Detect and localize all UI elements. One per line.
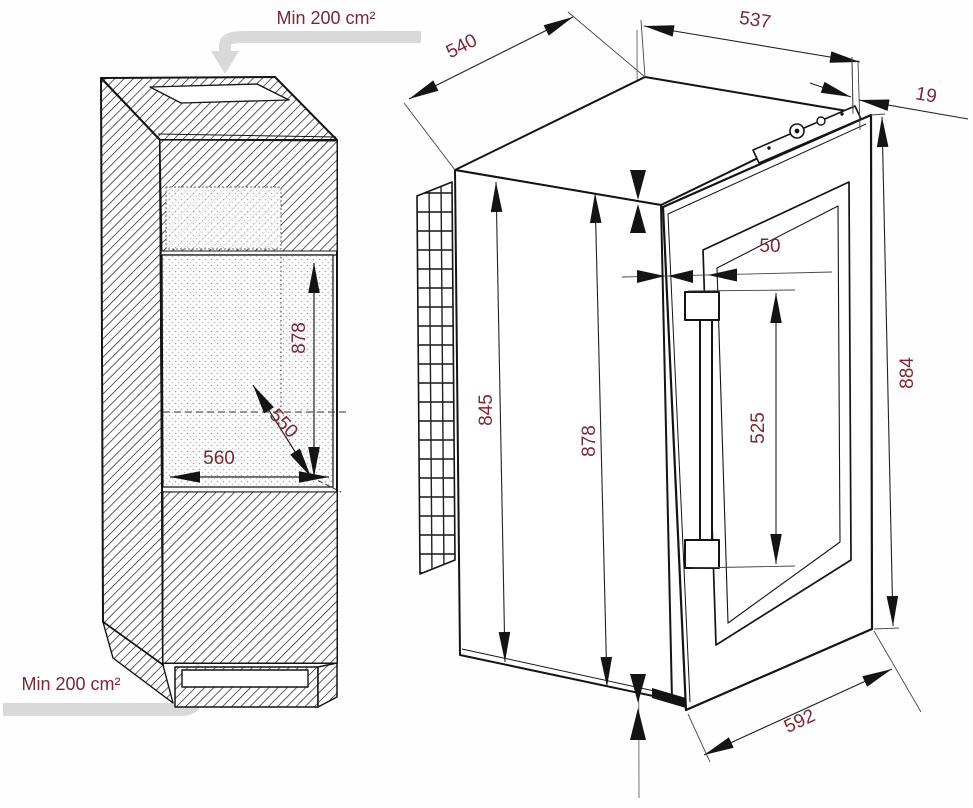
airflow-arrow-bottom [3,663,214,716]
dim-ext [873,627,900,630]
top-vent-label: Min 200 cm² [276,8,375,28]
door-glass-frame-inner [716,205,841,624]
dim-label-niche-height: 878 [289,322,310,354]
cabinet-plinth-right [317,662,338,708]
dim-label-door-height: 884 [897,357,918,389]
dim-label-handle-length: 525 [748,412,769,444]
dim-ext [640,19,646,78]
bottom-hinge [652,688,686,708]
dim-line-top-depth [408,16,574,100]
dim-ext [857,59,861,131]
appliance-left-face [454,169,673,701]
cabinet-plinth-left [102,621,174,704]
dim-line-top-width [643,25,861,63]
cabinet-top-vent-cutout [149,83,290,104]
dim-line-front-height [589,192,613,688]
centerline-bowtie-arrows [630,170,646,740]
dim-ext [870,113,886,116]
cabinet-niche [161,254,334,488]
dim-label-front-height: 878 [579,425,600,457]
dim-ext-niche-depth [310,476,342,493]
cabinet-left-panel [100,77,164,666]
dim-label-door-bottom-width: 592 [781,705,819,737]
dim-ext [687,289,796,292]
condenser-grid-verticals [428,182,445,574]
dim-line-niche-depth [252,384,312,478]
bottom-vent-label: Min 200 cm² [21,674,120,694]
airflow-arrow-top [211,31,421,74]
door-handle [684,291,720,569]
top-face-rim [157,133,337,138]
front-top-inset [165,186,282,250]
dim-label-door-proud: 19 [914,83,938,107]
dim-ext [691,565,796,569]
dim-line-door-height [876,116,899,627]
cabinet-figure: 878 550 560 Min 200 cm² Min 200 cm² [3,8,421,716]
door-top-rim [667,123,867,215]
front-bottom-section [162,491,338,664]
dim-label-rear-height: 845 [476,394,497,426]
dim-ext [567,11,646,78]
dim-line-door-bottom-width [703,668,893,756]
plinth-vent-cutout [181,669,309,688]
dim-label-top-width: 537 [738,8,773,34]
dim-ext [403,102,456,171]
dim-arrows-handle-offset [637,268,737,283]
appliance-figure: 540 537 19 884 845 878 [403,8,969,799]
dim-label-niche-width: 560 [203,448,235,469]
dim-ext [851,57,854,115]
dim-arrow-door-proud-a [809,81,852,98]
condenser-grid [416,181,456,575]
dim-label-handle-offset: 50 [759,236,780,257]
dim-label-top-depth: 540 [443,30,481,63]
top-hinge [752,105,862,164]
dim-ext [687,713,711,763]
door-left-rim [667,213,691,703]
dim-arrow-door-proud-b [858,99,969,120]
dim-line-rear-height [490,181,511,663]
dim-ext [873,630,922,713]
